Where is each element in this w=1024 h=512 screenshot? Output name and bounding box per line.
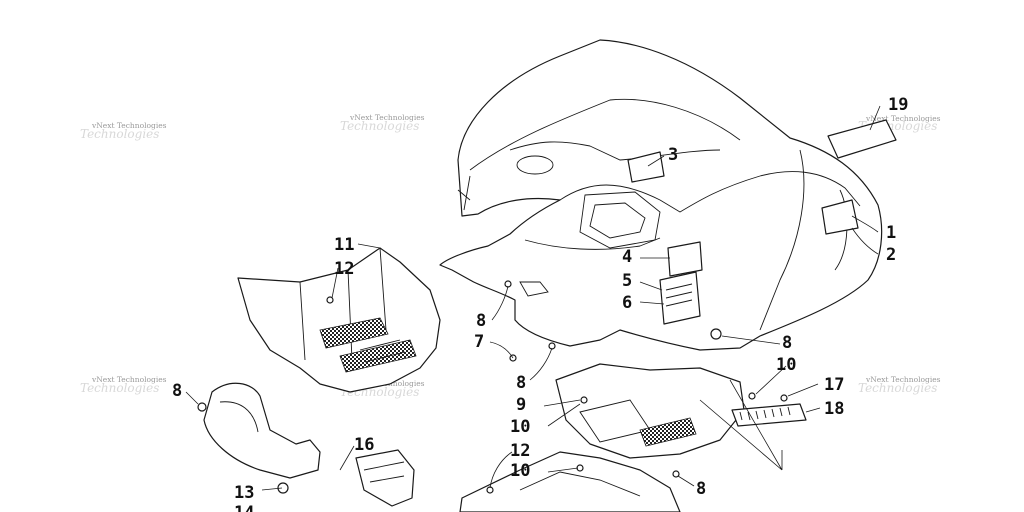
callout-8: 8 bbox=[696, 479, 706, 499]
decal-side bbox=[821, 199, 859, 235]
bracket-16 bbox=[355, 449, 415, 507]
left-mudflap bbox=[197, 382, 321, 494]
rear-fender bbox=[439, 39, 883, 351]
callout-8: 8 bbox=[782, 333, 792, 353]
callout-14: 14 bbox=[234, 503, 254, 512]
callout-4: 4 bbox=[622, 247, 632, 267]
decal-5-6 bbox=[659, 271, 701, 325]
callout-10: 10 bbox=[776, 355, 796, 375]
watermark: vNext Technologies bbox=[865, 375, 941, 384]
leader-lines bbox=[185, 105, 881, 491]
footrest-18 bbox=[731, 403, 807, 427]
callout-1: 1 bbox=[886, 223, 896, 243]
right-footwell bbox=[555, 363, 745, 459]
callout-7: 7 bbox=[474, 332, 484, 352]
callout-12: 12 bbox=[510, 441, 530, 461]
callout-12: 12 bbox=[334, 259, 354, 279]
watermark: vNext Technologies bbox=[91, 121, 167, 130]
left-footwell bbox=[237, 247, 441, 393]
right-lower-fender bbox=[459, 451, 681, 512]
callout-6: 6 bbox=[622, 293, 632, 313]
callout-8: 8 bbox=[476, 311, 486, 331]
callout-5: 5 bbox=[622, 271, 632, 291]
callouts: 1 2 3 4 5 6 7 8 8 8 8 8 9 10 10 10 11 12… bbox=[172, 95, 908, 512]
callout-2: 2 bbox=[886, 245, 896, 265]
decal-3 bbox=[627, 151, 665, 183]
callout-19: 19 bbox=[888, 95, 908, 115]
callout-3: 3 bbox=[668, 145, 678, 165]
watermark-ghost: Technologies bbox=[340, 119, 419, 133]
callout-10: 10 bbox=[510, 417, 530, 437]
callout-13: 13 bbox=[234, 483, 254, 503]
watermark: vNext Technologies bbox=[91, 375, 167, 384]
callout-11: 11 bbox=[334, 235, 354, 255]
callout-8: 8 bbox=[516, 373, 526, 393]
callout-8: 8 bbox=[172, 381, 182, 401]
decal-4 bbox=[667, 241, 703, 277]
watermark: vNext Technologies bbox=[349, 113, 425, 122]
decal-19 bbox=[827, 119, 897, 159]
callout-16: 16 bbox=[354, 435, 374, 455]
watermark-ghost: Technologies bbox=[80, 381, 159, 395]
callout-18: 18 bbox=[824, 399, 844, 419]
decals bbox=[627, 119, 897, 325]
watermark-ghost: Technologies bbox=[858, 381, 937, 395]
callout-10: 10 bbox=[510, 461, 530, 481]
watermark-ghost: Technologies bbox=[80, 127, 159, 141]
watermark: vNext Technologies bbox=[865, 114, 941, 123]
callout-17: 17 bbox=[824, 375, 844, 395]
callout-9: 9 bbox=[516, 395, 526, 415]
